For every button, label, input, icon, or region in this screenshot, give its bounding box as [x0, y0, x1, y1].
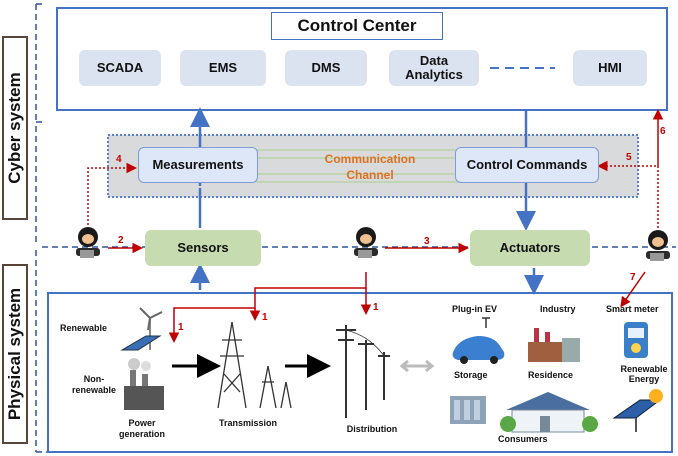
ev-car-icon — [452, 317, 505, 364]
dms-box: DMS — [285, 50, 367, 86]
hacker-icon-left — [76, 227, 100, 258]
hacker-icon-right — [646, 230, 670, 261]
consumers-label: Consumers — [498, 434, 548, 444]
scada-box: SCADA — [79, 50, 161, 86]
distribution-pole-icon — [336, 325, 390, 418]
attack-number-5: 5 — [626, 152, 632, 163]
storage-icon — [450, 396, 486, 424]
storage-label: Storage — [454, 370, 488, 380]
control-center-title: Control Center — [271, 12, 443, 40]
plugin-ev-label: Plug-in EV — [452, 304, 497, 314]
physical-system-text: Physical system — [5, 287, 24, 421]
renewable-energy-label: Renewable Energy — [620, 364, 668, 384]
attack-number-2: 2 — [118, 235, 124, 246]
factory-icon — [124, 358, 164, 410]
smart-meter-icon — [624, 322, 648, 358]
cyber-system-text: Cyber system — [5, 72, 24, 184]
attack-number-4: 4 — [116, 154, 122, 165]
attack-number-3: 3 — [424, 236, 430, 247]
sensors-node: Sensors — [145, 230, 261, 266]
power-generation-label: Power generation — [118, 418, 165, 439]
attack-number-1b: 1 — [262, 312, 268, 323]
data-analytics-box: Data Analytics — [389, 50, 479, 86]
industry-label: Industry — [540, 304, 576, 314]
distribution-label: Distribution — [346, 424, 398, 434]
communication-channel-label: Communication Channel — [324, 152, 416, 182]
measurements-node: Measurements — [138, 147, 258, 183]
physical-system-label: Physical system — [2, 264, 28, 444]
residence-label: Residence — [528, 370, 574, 380]
attack-number-1a: 1 — [178, 322, 184, 333]
hacker-icon-center — [354, 227, 378, 258]
ems-box: EMS — [180, 50, 266, 86]
hmi-box: HMI — [573, 50, 647, 86]
attack-number-6: 6 — [660, 126, 666, 137]
transmission-label: Transmission — [218, 418, 278, 428]
industry-icon — [528, 328, 580, 362]
renewable-label: Renewable — [60, 323, 108, 333]
non-renewable-label: Non- renewable — [72, 374, 117, 395]
transmission-tower-icon — [217, 321, 292, 409]
attack-number-7: 7 — [630, 272, 636, 283]
actuators-node: Actuators — [470, 230, 590, 266]
control-commands-node: Control Commands — [455, 147, 599, 183]
solar-panel-icon — [612, 389, 663, 432]
attack-number-1c: 1 — [373, 302, 379, 313]
cyber-system-label: Cyber system — [2, 36, 28, 220]
renewable-icon — [120, 307, 163, 351]
residence-icon — [500, 392, 598, 433]
smart-meter-label: Smart meter — [606, 304, 659, 314]
